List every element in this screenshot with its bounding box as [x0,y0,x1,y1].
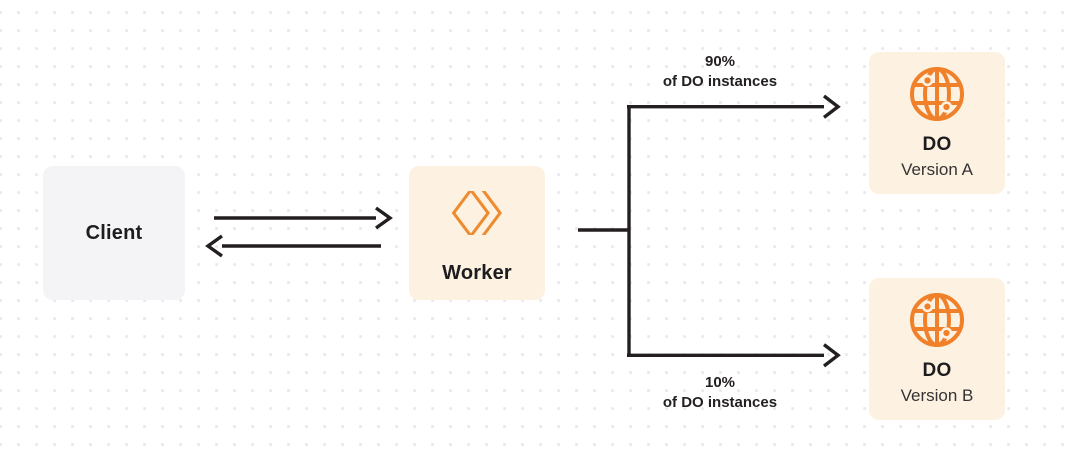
node-worker-title: Worker [442,262,512,284]
edge-label-do-b-percent: 10% [704,374,736,391]
edge-label-do-b: 10% of DO instances [612,373,828,414]
node-do-version-b[interactable]: DO Version B [869,278,1005,420]
edge-label-do-a-detail: of DO instances [662,73,778,91]
node-do-b-subtitle: Version B [900,386,974,406]
node-do-a-subtitle: Version A [901,160,973,180]
globe-icon [908,65,966,123]
globe-icon [908,291,966,349]
node-do-version-a[interactable]: DO Version A [869,52,1005,194]
node-do-a-title: DO [922,134,952,156]
edge-worker-to-do-b [627,343,841,368]
node-worker[interactable]: Worker [409,166,545,300]
edge-label-do-b-detail: of DO instances [662,394,778,412]
edge-worker-to-client [205,234,381,258]
edge-worker-to-do-a [627,94,841,119]
edge-client-to-worker [214,206,393,230]
node-do-b-title: DO [922,360,952,382]
cloudflare-workers-icon [446,182,508,244]
edge-label-do-a: 90% of DO instances [612,52,828,93]
node-client[interactable]: Client [43,166,185,300]
edge-label-do-a-percent: 90% [704,53,736,70]
node-client-title: Client [85,222,143,244]
